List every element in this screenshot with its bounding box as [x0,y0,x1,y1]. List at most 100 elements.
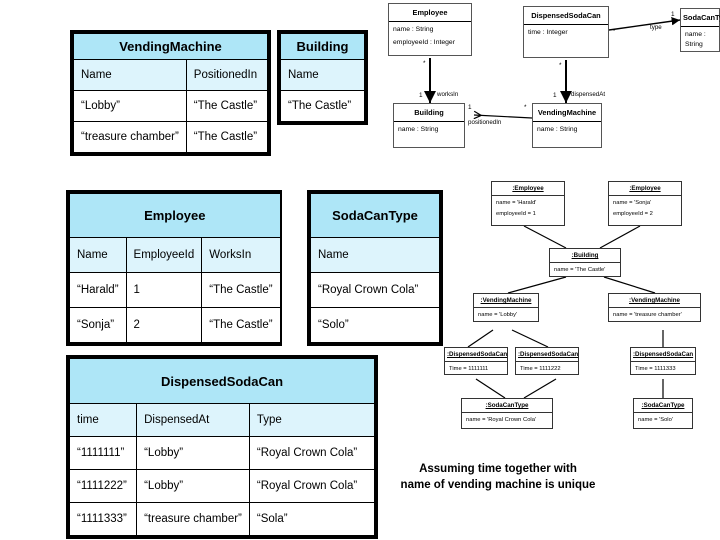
object-employee-sonja: :Employee name = 'Sonja' employeeId = 2 [608,181,682,226]
class-soda-can-type: SodaCanType name : String [680,8,720,52]
multiplicity-label: 1 [553,92,557,99]
object-attribute: Time = 1111222 [520,366,561,372]
object-name: :Building [550,249,620,263]
object-attribute: Time = 1111333 [635,366,676,372]
object-attribute: employeeId = 2 [613,211,653,218]
assumption-note-line-2: name of vending machine is unique [400,478,596,491]
class-attribute: time : Integer [528,29,568,36]
table-cell: “The Castle” [280,90,365,122]
object-name: :SodaCanType [462,399,552,413]
object-attribute: Time = 1111111 [449,366,489,372]
multiplicity-label: 1 [419,92,423,99]
class-vending-machine: VendingMachine name : String [532,103,602,148]
class-name: VendingMachine [533,104,601,122]
table-cell: “1111111” [68,436,138,470]
table-cell: “Sola” [248,502,376,536]
role-label-type: type [650,24,662,31]
column-header: PositionedIn [185,59,269,91]
multiplicity-label: * [524,104,527,111]
object-attribute: name = 'Royal Crown Cola' [466,417,537,423]
object-name: :VendingMachine [609,294,700,308]
class-attribute: name : String [537,126,578,133]
table-title: VendingMachine [73,33,268,60]
object-attribute: name = 'Harald' [496,200,537,206]
object-soda-can-type-solo: :SodaCanType name = 'Solo' [633,398,693,429]
object-building-the-castle: :Building name = 'The Castle' [549,248,621,277]
column-header: Name [69,237,127,273]
table-cell: 2 [125,307,203,343]
role-label-positioned-in: positionedIn [468,119,502,126]
multiplicity-label: * [423,60,426,67]
table-cell: “Lobby” [73,90,187,122]
class-building: Building name : String [393,103,465,148]
object-name: :DispensedSodaCan [516,348,578,362]
object-name: :Employee [609,182,681,196]
table-cell: “Royal Crown Cola” [248,469,376,503]
column-header: Name [73,59,187,91]
column-header: WorksIn [201,237,281,273]
class-dispensed-soda-can: DispensedSodaCan time : Integer [523,6,609,58]
class-name: SodaCanType [681,9,720,27]
table-cell: “Lobby” [136,436,250,470]
table-cell: “1111222” [68,469,138,503]
table-title: Employee [69,193,281,238]
table-cell: 1 [125,272,203,308]
object-dispensed-soda-can-1: :DispensedSodaCan Time = 1111111 [444,347,508,375]
table-cell: “The Castle” [201,272,281,308]
class-attribute: employeeId : Integer [393,38,455,46]
multiplicity-label: * [613,28,616,35]
table-title: DispensedSodaCan [69,358,375,404]
object-vending-machine-treasure-chamber: :VendingMachine name = 'treasure chamber… [608,293,701,322]
table-cell: “Harald” [69,272,127,308]
table-soda-can-type: SodaCanType Name “Royal Crown Cola” “Sol… [307,190,443,346]
class-attribute: name : String [398,126,439,133]
table-vending-machine: VendingMachine Name PositionedIn “Lobby”… [70,30,271,156]
class-attribute: name : String [393,26,434,33]
role-label-dispensed-at: dispensedAt [571,91,606,98]
object-attribute: name = 'Solo' [638,417,673,423]
class-attribute: name : String [685,31,706,48]
object-soda-can-type-royal-crown-cola: :SodaCanType name = 'Royal Crown Cola' [461,398,553,429]
object-name: :DispensedSodaCan [445,348,507,362]
table-cell: “Royal Crown Cola” [248,436,376,470]
object-name: :Employee [492,182,564,196]
table-cell: “treasure chamber” [136,502,250,536]
object-dispensed-soda-can-2: :DispensedSodaCan Time = 1111222 [515,347,579,375]
role-label-works-in: worksIn [437,91,459,98]
object-name: :DispensedSodaCan [631,348,695,362]
table-cell: “The Castle” [201,307,281,343]
column-header: Name [310,237,440,273]
class-name: Employee [389,4,471,22]
class-name: Building [394,104,464,122]
class-employee: Employee name : String employeeId : Inte… [388,3,472,56]
multiplicity-label: 1 [671,11,675,18]
object-attribute: name = 'The Castle' [554,267,606,273]
object-attribute: name = 'treasure chamber' [613,312,682,318]
assumption-note-line-1: Assuming time together with [419,463,577,475]
table-building: Building Name “The Castle” [277,30,368,125]
object-vending-machine-lobby: :VendingMachine name = 'Lobby' [473,293,539,322]
object-attribute: employeeId = 1 [496,211,536,218]
table-cell: “Royal Crown Cola” [310,272,440,308]
table-cell: “treasure chamber” [73,121,187,153]
object-employee-harald: :Employee name = 'Harald' employeeId = 1 [491,181,565,226]
table-cell: “Sonja” [69,307,127,343]
column-header: time [68,403,138,437]
table-cell: “1111333” [68,502,138,536]
column-header: EmployeeId [125,237,203,273]
object-name: :SodaCanType [634,399,692,413]
object-name: :VendingMachine [474,294,538,308]
table-cell: “Solo” [310,307,440,343]
column-header: Name [280,59,365,91]
table-title: Building [280,33,365,60]
table-employee: Employee Name EmployeeId WorksIn “Harald… [66,190,282,346]
object-attribute: name = 'Lobby' [478,312,518,318]
object-dispensed-soda-can-3: :DispensedSodaCan Time = 1111333 [630,347,696,375]
table-cell: “The Castle” [185,90,269,122]
assumption-note: Assuming time together with name of vend… [378,462,618,493]
column-header: DispensedAt [136,403,250,437]
table-dispensed-soda-can: DispensedSodaCan time DispensedAt Type “… [66,355,378,539]
multiplicity-label: 1 [468,104,472,111]
object-attribute: name = 'Sonja' [613,200,652,206]
